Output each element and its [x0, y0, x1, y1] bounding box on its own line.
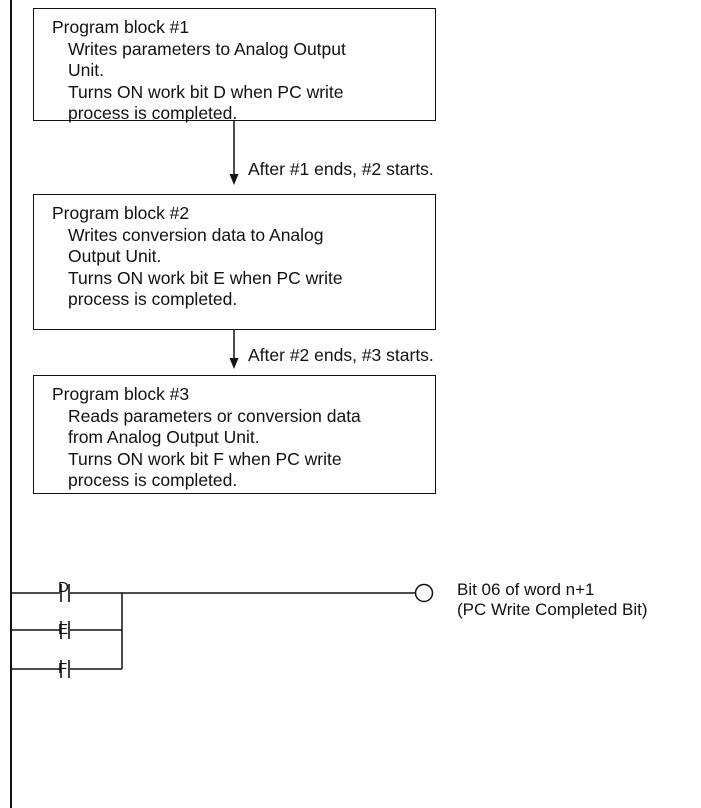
left-power-rail: [10, 0, 12, 808]
contact-f-label: F: [58, 660, 68, 677]
contact-d-label: D: [58, 579, 69, 596]
program-block-2: Program block #2 Writes conversion data …: [33, 194, 436, 330]
program-block-2-line-3: Turns ON work bit E when PC write: [68, 267, 343, 288]
program-block-3-line-1: Reads parameters or conversion data: [68, 405, 361, 426]
program-block-2-title: Program block #2: [52, 203, 190, 223]
program-block-1-title: Program block #1: [52, 17, 190, 37]
flow-arrow-2-head: [229, 358, 239, 369]
coil-description: Bit 06 of word n+1 (PC Write Completed B…: [457, 580, 648, 620]
program-block-3: Program block #3 Reads parameters or con…: [33, 375, 436, 494]
program-block-1-line-4: process is completed.: [68, 103, 238, 123]
program-block-2-line-1: Writes conversion data to Analog: [68, 224, 324, 245]
program-block-3-line-4: process is completed.: [68, 470, 238, 490]
flow-arrow-1-head: [229, 174, 239, 185]
program-block-2-line-2: Output Unit.: [68, 246, 162, 266]
coil-description-line-2: (PC Write Completed Bit): [457, 600, 648, 619]
program-block-3-title: Program block #3: [52, 384, 190, 404]
program-block-1-line-3: Turns ON work bit D when PC write: [68, 81, 344, 102]
output-coil-icon: [414, 583, 434, 603]
program-block-1: Program block #1 Writes parameters to An…: [33, 8, 436, 123]
transition-label-2: After #2 ends, #3 starts.: [248, 345, 434, 365]
transition-label-1: After #1 ends, #2 starts.: [248, 159, 434, 179]
coil-description-line-1: Bit 06 of word n+1: [457, 580, 595, 599]
contact-e-label: E: [58, 621, 69, 638]
program-block-1-line-1: Writes parameters to Analog Output: [68, 38, 346, 59]
program-block-3-line-2: from Analog Output Unit.: [68, 427, 260, 447]
program-block-2-line-4: process is completed.: [68, 289, 238, 309]
program-block-3-line-3: Turns ON work bit F when PC write: [68, 448, 342, 469]
program-block-1-line-2: Unit.: [68, 60, 104, 80]
